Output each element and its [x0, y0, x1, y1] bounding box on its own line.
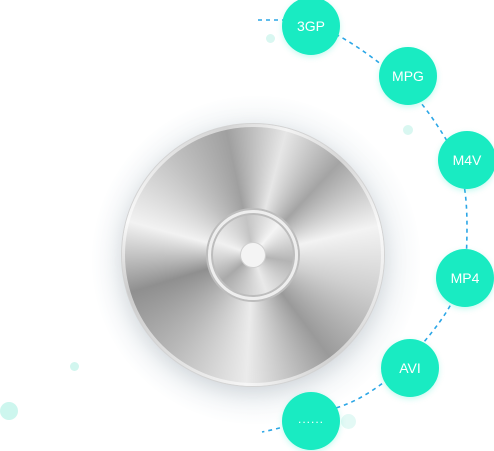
disc-hub [208, 210, 298, 300]
format-mpg-badge[interactable]: MPG [379, 47, 437, 105]
decor-dot [266, 34, 275, 43]
more-formats-badge[interactable]: ...... [282, 392, 340, 450]
format-mp4-badge[interactable]: MP4 [436, 249, 494, 307]
disc-icon [122, 124, 384, 386]
decor-dot [341, 414, 356, 429]
disc-hole [241, 243, 265, 267]
decor-dot [70, 362, 79, 371]
format-avi-badge[interactable]: AVI [381, 339, 439, 397]
format-3gp-badge[interactable]: 3GP [282, 0, 340, 55]
decor-dot [403, 125, 413, 135]
format-m4v-badge[interactable]: M4V [438, 131, 494, 189]
decor-dot [0, 402, 18, 420]
